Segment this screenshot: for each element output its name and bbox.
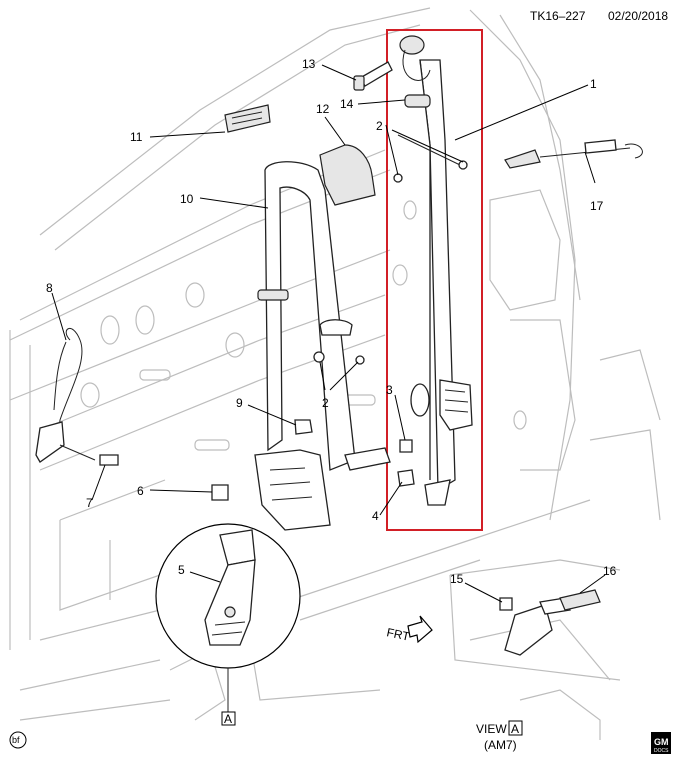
leader-lines bbox=[51, 64, 606, 603]
part-11-bezel bbox=[224, 104, 271, 133]
callout-17: 17 bbox=[590, 199, 604, 213]
brand-line1: GM bbox=[654, 737, 669, 747]
callout-11: 11 bbox=[130, 130, 143, 144]
part-13-bolt bbox=[353, 61, 393, 91]
corner-mark-text: bf bbox=[12, 735, 20, 745]
highlight-box bbox=[386, 29, 483, 531]
callout-2-upper: 2 bbox=[376, 119, 383, 133]
view-letter: A bbox=[511, 722, 519, 736]
doc-date: 02/20/2018 bbox=[608, 9, 668, 23]
callout-7: 7 bbox=[86, 496, 93, 510]
callout-1: 1 bbox=[590, 77, 597, 91]
callout-5: 5 bbox=[178, 563, 185, 577]
callout-2-lower: 2 bbox=[322, 396, 329, 410]
part-8-cable bbox=[35, 328, 83, 463]
fasteners bbox=[59, 419, 415, 501]
vehicle-body-linework bbox=[9, 7, 661, 740]
callout-6: 6 bbox=[137, 484, 144, 498]
front-arrow-icon bbox=[407, 615, 433, 644]
view-ref-letter: A bbox=[224, 712, 232, 726]
callout-8: 8 bbox=[46, 281, 53, 295]
gm-logo-icon: GM DOCS bbox=[651, 732, 671, 754]
view-ref-box: A bbox=[221, 711, 236, 726]
callout-16: 16 bbox=[603, 564, 617, 578]
callout-numbers: 1 2 2 3 4 5 6 7 8 9 10 11 12 13 14 15 16… bbox=[46, 57, 617, 586]
view-word: VIEW bbox=[476, 722, 507, 736]
callout-12: 12 bbox=[316, 102, 330, 116]
callout-13: 13 bbox=[302, 57, 316, 71]
part-17-strap bbox=[504, 139, 643, 169]
callout-14: 14 bbox=[340, 97, 354, 111]
callout-3: 3 bbox=[386, 383, 393, 397]
view-label: VIEW A (AM7) bbox=[476, 720, 523, 752]
option-code: (AM7) bbox=[484, 738, 517, 752]
callout-9: 9 bbox=[236, 396, 243, 410]
brand-line2: DOCS bbox=[654, 748, 669, 754]
detail-view-circle bbox=[155, 523, 301, 712]
part-10-rear-seat-belt bbox=[254, 161, 391, 531]
callout-4: 4 bbox=[372, 509, 379, 523]
front-direction-indicator: FRT bbox=[385, 615, 433, 644]
front-label: FRT bbox=[385, 625, 411, 644]
view-a-inset bbox=[449, 559, 621, 681]
callout-15: 15 bbox=[450, 572, 464, 586]
part-12-cover bbox=[319, 144, 376, 206]
part-1-shoulder-belt-retractor bbox=[393, 35, 473, 506]
corner-mark: bf bbox=[9, 731, 27, 749]
callout-10: 10 bbox=[180, 192, 194, 206]
doc-id: TK16–227 bbox=[530, 9, 586, 23]
